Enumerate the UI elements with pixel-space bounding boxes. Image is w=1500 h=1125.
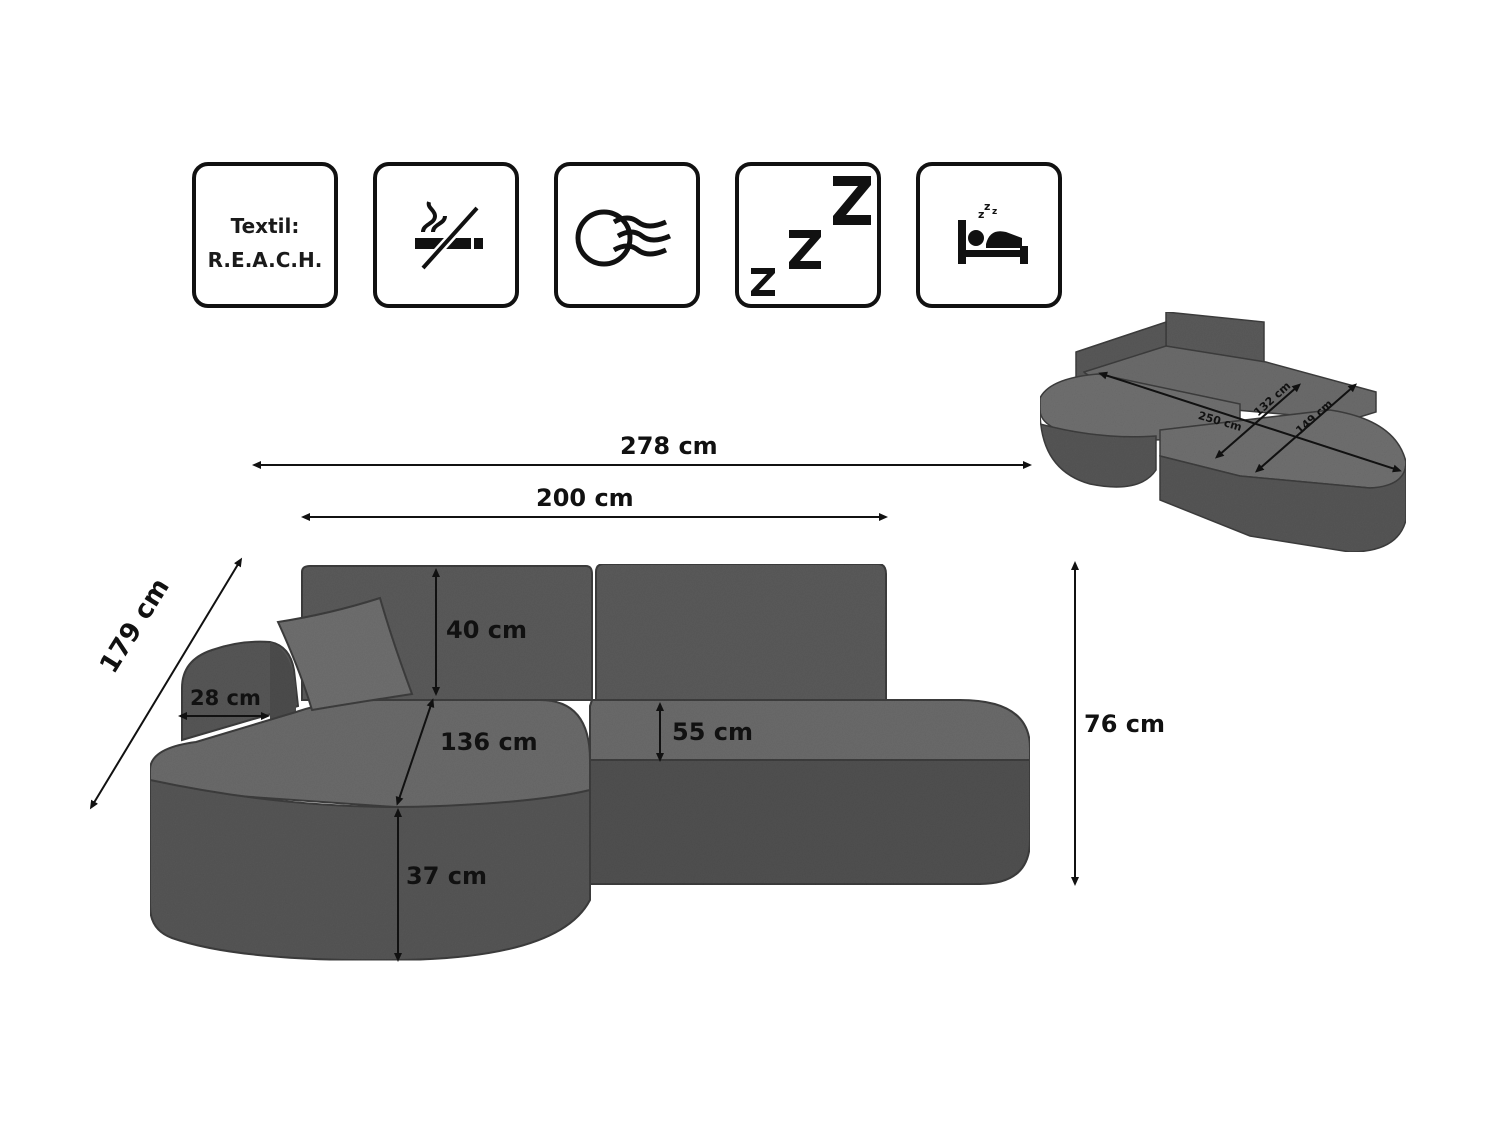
reach-badge: Textil: R.E.A.C.H. (192, 162, 338, 308)
label-total-height: 76 cm (1084, 710, 1165, 738)
sleep-zzz-icon (735, 162, 881, 308)
sofa-bed-preview (1039, 311, 1407, 553)
backrest-right (595, 563, 887, 701)
label-main-width: 200 cm (536, 484, 634, 512)
seat-right-top (589, 699, 1031, 761)
label-seat-height: 37 cm (406, 862, 487, 890)
label-seat-depth: 55 cm (672, 718, 753, 746)
svg-text:z: z (984, 200, 990, 213)
seat-right-front (589, 759, 1031, 885)
sofa-main (149, 563, 1031, 962)
svg-text:z: z (992, 207, 997, 217)
dim-line-179 (89, 557, 243, 810)
reach-label-line1: Textil: (230, 214, 300, 238)
throw-pillow (276, 596, 414, 712)
chaise-front (149, 778, 591, 962)
label-backrest-height: 40 cm (446, 616, 527, 644)
dimension-lines (89, 371, 1402, 962)
svg-text:z: z (978, 208, 984, 221)
dim-line-136 (395, 698, 435, 806)
no-smoking-icon (373, 162, 519, 308)
dim-line-149 (1254, 383, 1358, 473)
label-total-width: 278 cm (620, 432, 718, 460)
air-flow-icon (554, 162, 700, 308)
label-chaise-length: 136 cm (440, 728, 538, 756)
reach-label-line2: R.E.A.C.H. (207, 248, 323, 272)
label-armrest-width: 28 cm (190, 686, 261, 710)
bed-function-icon: z z z (916, 162, 1062, 308)
